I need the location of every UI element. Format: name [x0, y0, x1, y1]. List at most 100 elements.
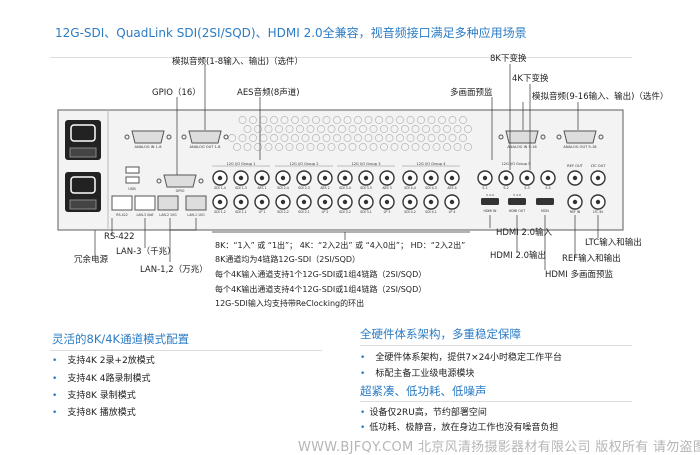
screw — [598, 134, 604, 140]
vent-hole — [243, 143, 252, 151]
vent-hole — [249, 116, 257, 124]
port-label: SDI 4-2 — [404, 210, 416, 214]
vent-hole — [438, 116, 446, 124]
divider — [360, 401, 632, 402]
port-label: SDI 2-1 — [298, 210, 310, 214]
port-label: SDI 2-2 — [277, 210, 289, 214]
vent-hole — [270, 116, 278, 124]
port-label: V 2.0 — [513, 193, 521, 197]
port-label: ANALOG OUT 9-16 — [563, 145, 597, 149]
port-label: SDI 3-1 — [360, 210, 372, 214]
bnc-pin — [545, 175, 551, 181]
port-label: SDI 1-2 — [214, 210, 226, 214]
port-label: S-1 — [482, 186, 487, 190]
port-label: SDI 1-3 — [235, 186, 247, 190]
vent-hole — [359, 125, 367, 133]
bnc-pin — [259, 175, 265, 181]
bnc-pin — [428, 199, 434, 205]
bnc-pin — [301, 199, 307, 205]
vent-hole — [280, 134, 289, 142]
vent-hole — [354, 116, 362, 124]
vent-hole — [422, 125, 430, 133]
note-line: 8K通道均为4链路12G-SDI（2SI/SQD） — [215, 255, 361, 264]
screw — [223, 134, 229, 140]
note-line: 8K：“1入” 或 “1出”； 4K：“2入2出” 或 “4入0出”； HD：“… — [215, 241, 466, 250]
bnc-pin — [322, 175, 328, 181]
port-label: ANALOG OUT 1-8 — [190, 145, 222, 149]
callout-hdmi-out: HDMI 2.0输出 — [490, 251, 546, 261]
note-line: 每个4K输出通道支持4个12G-SDI或1组4链路（2SI/SQD） — [215, 285, 427, 294]
vent-hole — [280, 116, 289, 124]
port-label: SDI 4-3 — [425, 186, 437, 190]
vent-hole — [369, 143, 378, 151]
power-socket-icon — [70, 124, 96, 142]
bnc-pin — [259, 199, 265, 205]
vent-hole — [390, 125, 399, 133]
bnc-pin — [449, 199, 455, 205]
vent-hole — [364, 116, 373, 124]
screw — [498, 134, 504, 140]
vent-hole — [285, 143, 294, 151]
vent-hole — [333, 116, 341, 124]
power-switch — [69, 147, 97, 158]
vent-hole — [401, 143, 409, 151]
vent-hole — [432, 125, 441, 133]
vent-hole — [369, 125, 378, 133]
screw — [166, 134, 172, 140]
port-label: SDI 1-4 — [214, 186, 226, 190]
screw — [181, 134, 187, 140]
vent-hole — [243, 125, 252, 133]
callout-redundant-power: 冗余电源 — [74, 255, 109, 265]
vent-hole — [443, 125, 451, 133]
bnc-pin — [482, 175, 488, 181]
vent-hole — [249, 134, 257, 142]
page-title: 12G-SDI、QuadLink SDI(2SI/SQD)、HDMI 2.0全兼… — [55, 26, 527, 40]
screw — [124, 134, 130, 140]
rj45-port — [111, 195, 133, 211]
port-label: SDI 3-3 — [360, 186, 372, 190]
vent-hole — [401, 125, 409, 133]
vent-hole — [390, 143, 399, 151]
vent-hole — [291, 116, 299, 124]
vent-hole — [385, 116, 394, 124]
vent-hole — [275, 143, 283, 151]
bnc-pin — [503, 175, 509, 181]
bnc-pin — [595, 199, 601, 205]
vent-hole — [348, 143, 357, 151]
vent-hole — [354, 134, 362, 142]
port-label: LP 2 — [322, 210, 329, 214]
list-item: •设备仅2RU高，节约部署空间 — [360, 408, 487, 418]
divider — [360, 345, 632, 346]
port-label: SDI 3-2 — [339, 210, 351, 214]
port-label: SDI 3-4 — [339, 186, 351, 190]
port-label: ANALOG IN 1-8 — [135, 145, 163, 149]
port-label: LAN-1 10G — [187, 213, 205, 217]
db-connector — [563, 130, 597, 144]
vent-hole — [396, 134, 404, 142]
vent-hole — [343, 116, 352, 124]
vent-hole — [375, 116, 383, 124]
list-item: •低功耗、极静音，放在身边工作也没有噪音负担 — [360, 423, 559, 433]
screw — [156, 178, 162, 184]
port-label: AES 2 — [320, 186, 329, 190]
bnc-pin — [217, 199, 223, 205]
bnc-pin — [595, 175, 601, 181]
vent-hole — [448, 134, 457, 142]
vent-hole — [375, 134, 383, 142]
list-item: •全硬件体系架构，提供7×24小时稳定工作平台 — [360, 353, 563, 363]
rj45-port — [157, 195, 179, 211]
port-label: SDI 2-3 — [298, 186, 310, 190]
vent-hole — [464, 143, 472, 151]
callout-rs422: RS-422 — [104, 232, 135, 242]
port-label: LAN-3 GbE — [136, 213, 153, 217]
vent-hole — [380, 125, 388, 133]
vent-hole — [396, 116, 404, 124]
port-label: AES 4 — [447, 186, 456, 190]
vent-hole — [380, 143, 388, 151]
bnc-pin — [449, 175, 455, 181]
vent-hole — [254, 125, 262, 133]
divider — [50, 350, 322, 351]
hdmi-port — [481, 198, 499, 205]
vent-hole — [264, 125, 273, 133]
